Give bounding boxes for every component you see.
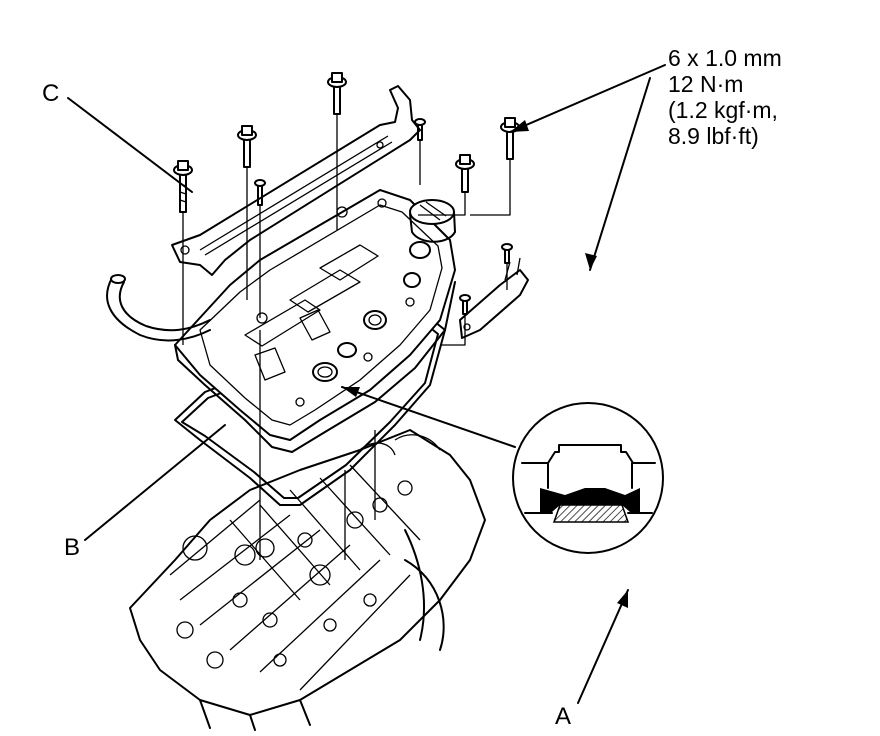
breather-hose	[106, 274, 211, 342]
seal-detail-view	[512, 402, 664, 554]
valve-cover	[174, 189, 456, 453]
torque-value-nm: 12 N·m	[668, 71, 744, 97]
label-c: C	[42, 80, 60, 107]
cover-bracket	[171, 85, 421, 276]
label-a: A	[555, 703, 572, 730]
torque-bolt-size: 6 x 1.0 mm	[668, 45, 782, 71]
assembly-guide-lines	[182, 114, 511, 560]
torque-value-lbfft: 8.9 lbf·ft)	[668, 123, 759, 149]
label-b: B	[64, 534, 81, 561]
cylinder-head	[129, 429, 486, 731]
callout-leaders	[67, 64, 666, 704]
bolts	[173, 72, 520, 315]
torque-value-kgfm: (1.2 kgf·m,	[668, 97, 778, 123]
